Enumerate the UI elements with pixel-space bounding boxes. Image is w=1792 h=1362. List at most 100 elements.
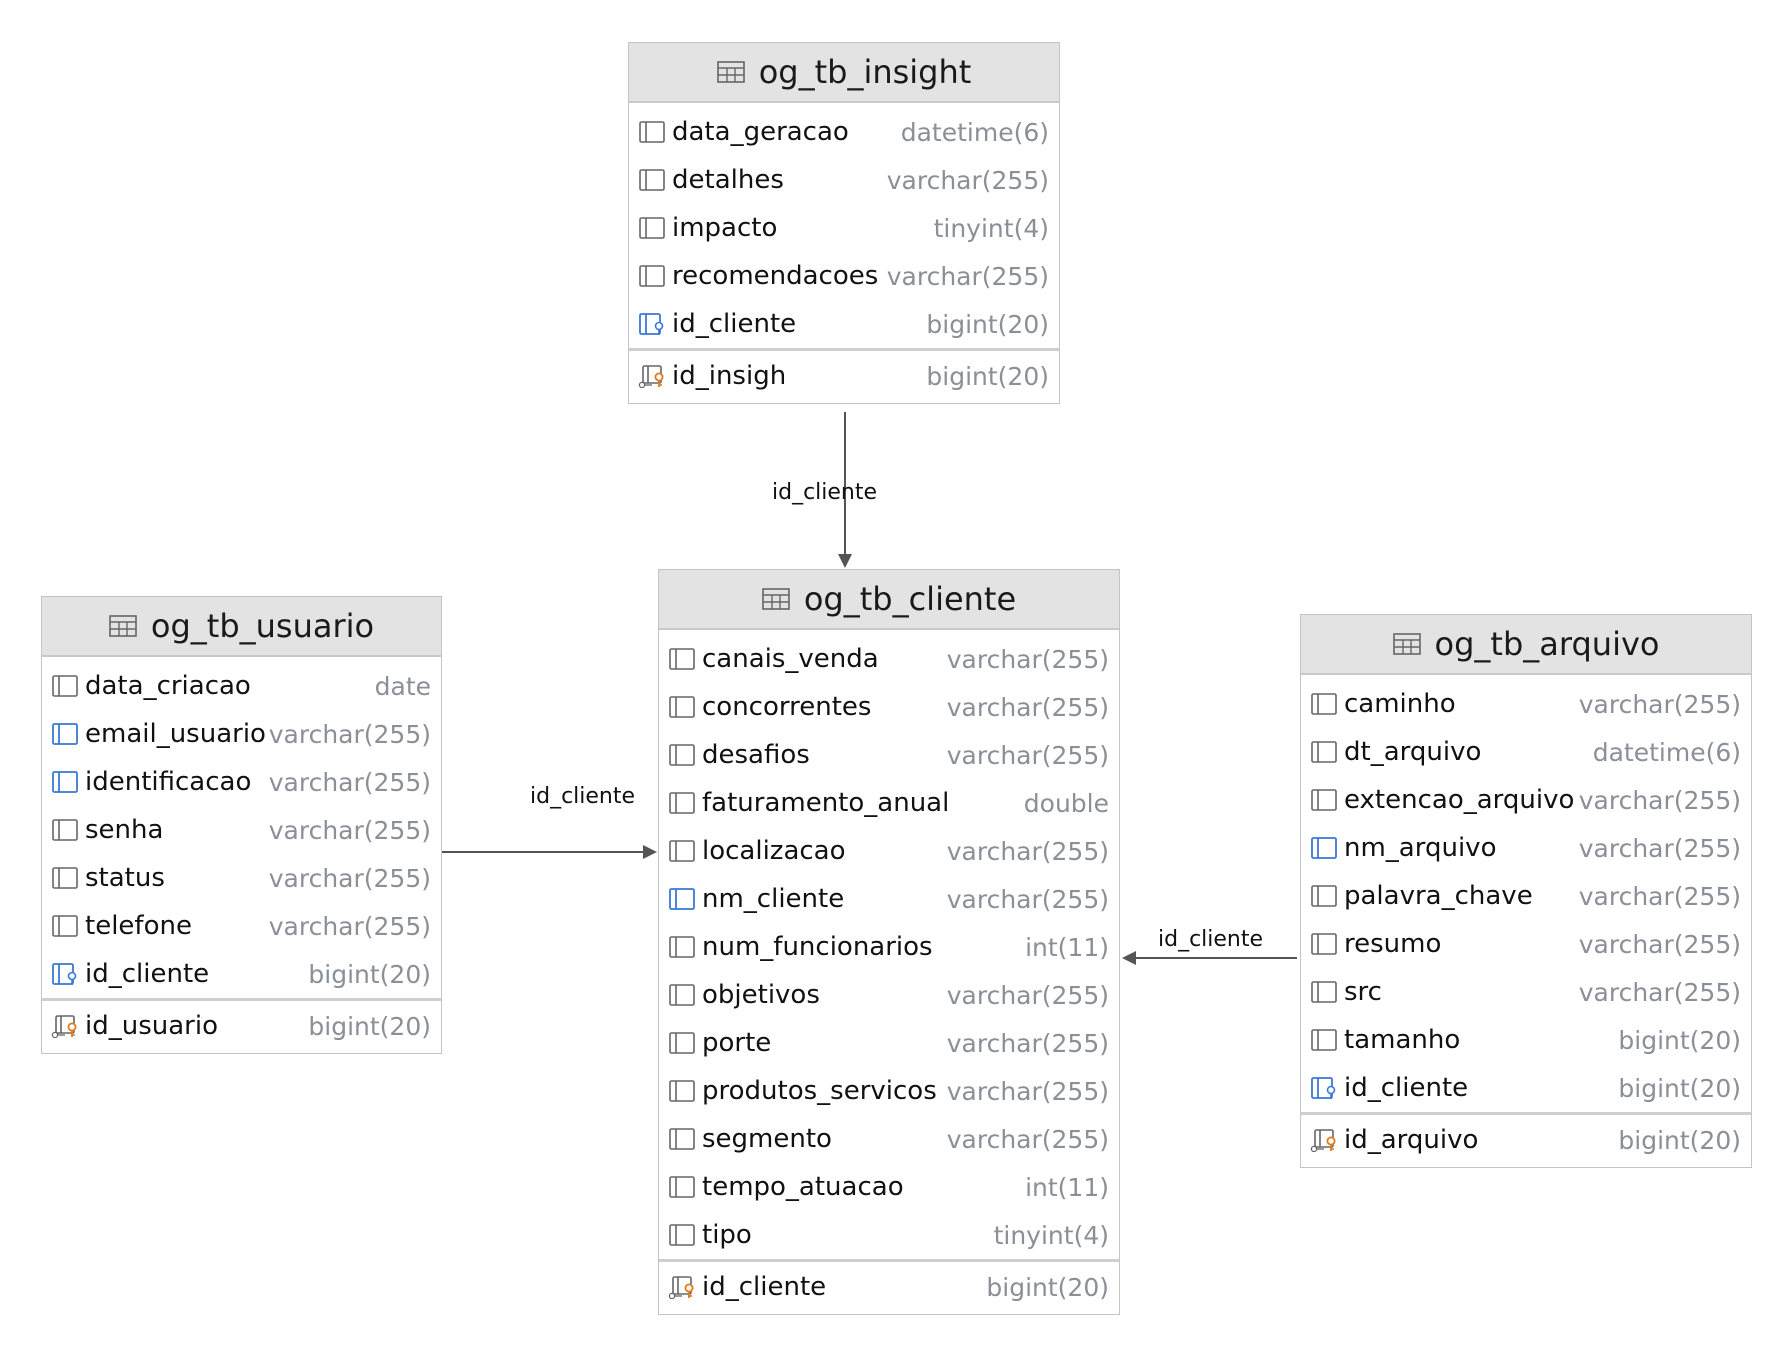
column-name: palavra_chave [1344, 881, 1533, 911]
column-name: impacto [672, 213, 778, 243]
entity-title: og_tb_cliente [803, 580, 1017, 618]
column-name: tempo_atuacao [702, 1172, 904, 1202]
column-name: identificacao [85, 767, 252, 797]
column-icon [1310, 692, 1338, 716]
column-name: porte [702, 1028, 772, 1058]
column-row[interactable]: tamanho bigint(20) [1301, 1016, 1751, 1064]
column-name: num_funcionarios [702, 932, 933, 962]
column-name: src [1344, 977, 1382, 1007]
entity-header[interactable]: og_tb_cliente [659, 570, 1119, 630]
column-name: dt_arquivo [1344, 737, 1482, 767]
column-name: segmento [702, 1124, 832, 1154]
column-name: telefone [85, 911, 192, 941]
column-icon [638, 264, 666, 288]
column-icon [668, 791, 696, 815]
column-row[interactable]: localizacao varchar(255) [659, 827, 1119, 875]
entity-header[interactable]: og_tb_insight [629, 43, 1059, 103]
column-type: varchar(255) [268, 815, 431, 845]
column-type: varchar(255) [1578, 833, 1741, 863]
entity-header[interactable]: og_tb_arquivo [1301, 615, 1751, 675]
column-name: id_cliente [85, 959, 210, 989]
column-name: tipo [702, 1220, 752, 1250]
column-type: varchar(255) [946, 1124, 1109, 1154]
column-name: concorrentes [702, 692, 872, 722]
column-icon [51, 818, 79, 842]
table-icon [762, 588, 790, 610]
column-row[interactable]: num_funcionarios int(11) [659, 923, 1119, 971]
primary-key-icon [668, 1275, 696, 1300]
entity-header[interactable]: og_tb_usuario [42, 597, 441, 657]
column-icon [1310, 788, 1338, 812]
indexed-column-icon [51, 722, 79, 746]
column-name: tamanho [1344, 1025, 1461, 1055]
relation-label-insight-cliente: id_cliente [772, 480, 878, 505]
column-type: varchar(255) [1578, 785, 1741, 815]
column-icon [1310, 1028, 1338, 1052]
column-type: bigint(20) [1618, 1025, 1741, 1055]
column-name: id_cliente [702, 1272, 827, 1302]
column-name: id_insigh [672, 361, 787, 391]
column-type: varchar(255) [1578, 929, 1741, 959]
column-row[interactable]: segmento varchar(255) [659, 1115, 1119, 1163]
column-icon [668, 1079, 696, 1103]
column-name: caminho [1344, 689, 1456, 719]
primary-key-section: id_cliente bigint(20) [659, 1259, 1119, 1314]
column-type: varchar(255) [946, 644, 1109, 674]
column-icon [51, 866, 79, 890]
entity-title: og_tb_usuario [150, 607, 375, 645]
column-type: int(11) [1025, 932, 1109, 962]
column-type: double [1023, 788, 1109, 818]
column-type: varchar(255) [946, 740, 1109, 770]
column-type: bigint(20) [986, 1272, 1109, 1302]
column-name: localizacao [702, 836, 846, 866]
column-icon [638, 168, 666, 192]
column-name: id_arquivo [1344, 1125, 1479, 1155]
column-row[interactable]: id_cliente bigint(20) [659, 1264, 1119, 1310]
column-type: varchar(255) [268, 719, 431, 749]
entity-title: og_tb_insight [758, 53, 972, 91]
column-row[interactable]: dt_arquivo datetime(6) [1301, 728, 1751, 776]
column-type: datetime(6) [1592, 737, 1741, 767]
column-type: varchar(255) [946, 836, 1109, 866]
